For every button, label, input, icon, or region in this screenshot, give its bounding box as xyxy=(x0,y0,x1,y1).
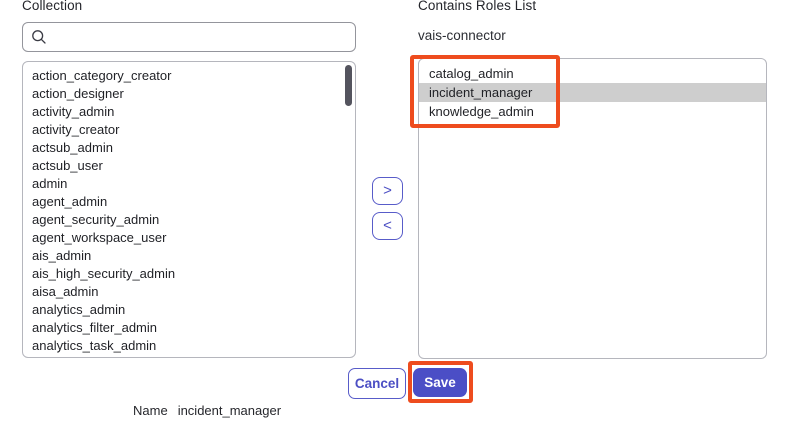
collection-list-item[interactable]: actsub_admin xyxy=(32,140,113,155)
roles-list-item[interactable]: incident_manager xyxy=(419,83,766,102)
scrollbar-thumb[interactable] xyxy=(345,65,352,106)
chevron-right-icon: > xyxy=(383,181,392,199)
collection-list-item[interactable]: activity_admin xyxy=(32,104,115,119)
collection-list-item[interactable]: aisa_admin xyxy=(32,284,99,299)
collection-list-item[interactable]: actsub_user xyxy=(32,158,103,173)
collection-list-item[interactable]: agent_admin xyxy=(32,194,108,209)
collection-list-item[interactable]: agent_security_admin xyxy=(32,212,160,227)
collection-list-item[interactable]: analytics_viewer xyxy=(23,355,355,357)
name-value: incident_manager xyxy=(177,403,282,418)
collection-list-item[interactable]: activity_creator xyxy=(32,122,120,137)
collection-list-item[interactable]: ais_admin xyxy=(32,248,92,263)
search-input[interactable] xyxy=(53,29,347,45)
cancel-button[interactable]: Cancel xyxy=(348,368,406,399)
name-row: Name incident_manager xyxy=(133,403,281,418)
name-label: Name xyxy=(133,403,168,418)
chevron-left-icon: < xyxy=(383,216,392,234)
collection-list-item[interactable]: agent_workspace_user xyxy=(32,230,167,245)
collection-list-item[interactable]: admin xyxy=(32,176,68,191)
collection-label: Collection xyxy=(22,0,83,13)
collection-name-label: vais-connector xyxy=(418,28,506,43)
roles-list-item[interactable]: catalog_admin xyxy=(429,66,514,81)
search-icon xyxy=(32,30,46,44)
collection-list-item[interactable]: analytics_task_admin xyxy=(32,338,157,353)
collection-list-item[interactable]: ais_high_security_admin xyxy=(32,266,176,281)
move-left-button[interactable]: < xyxy=(372,212,403,240)
move-right-button[interactable]: > xyxy=(372,177,403,205)
collection-search[interactable] xyxy=(22,22,356,52)
roles-list-item[interactable]: knowledge_admin xyxy=(429,104,534,119)
contains-roles-list[interactable]: catalog_admin incident_manager knowledge_a… xyxy=(418,58,767,359)
collection-list-item[interactable]: analytics_admin xyxy=(32,302,126,317)
collection-list-item[interactable]: analytics_filter_admin xyxy=(32,320,158,335)
contains-roles-list-label: Contains Roles List xyxy=(418,0,537,13)
collection-list-item[interactable]: action_designer xyxy=(32,86,124,101)
save-button[interactable]: Save xyxy=(413,368,467,397)
collection-list-item[interactable]: action_category_creator xyxy=(32,68,172,83)
